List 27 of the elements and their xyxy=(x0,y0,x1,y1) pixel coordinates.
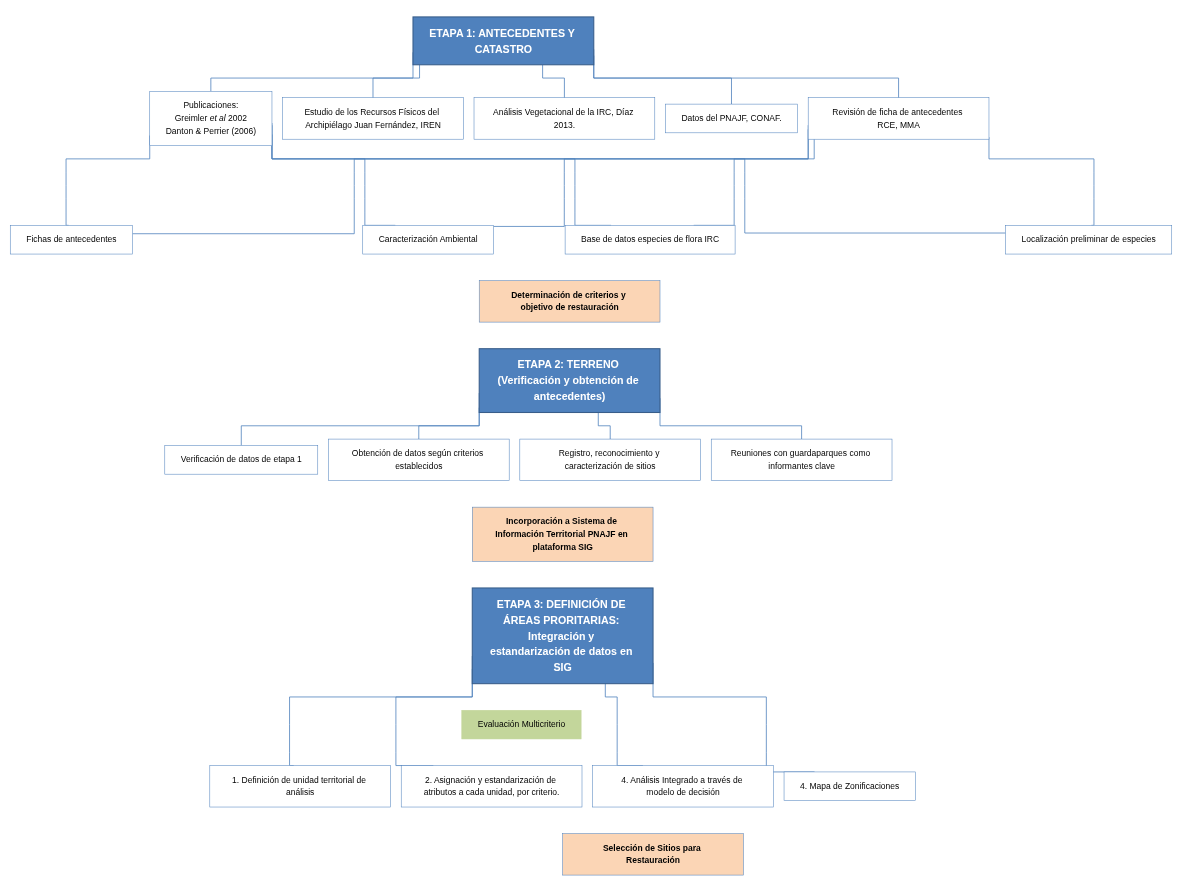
node-box: Obtención de datos según criterios establecidos xyxy=(328,438,510,481)
node-box: Reuniones con guardaparques como informantes clave xyxy=(710,438,893,481)
node-box: Verificación de datos de etapa 1 xyxy=(164,445,319,475)
node-box: Registro, reconocimiento y caracterización de sitios xyxy=(519,438,701,481)
node-box: 1. Definición de unidad territorial de análisis xyxy=(209,765,391,808)
node-box: 2. Asignación y estandarización de atributos a cada unidad, por criterio. xyxy=(400,765,583,808)
node-box: Datos del PNAJF, CONAF. xyxy=(665,103,798,134)
node-box: Fichas de antecedentes xyxy=(10,225,133,255)
connector xyxy=(597,412,611,440)
connector xyxy=(372,64,420,99)
node-box: Evaluación Multicriterio xyxy=(461,710,582,740)
node-box: Caracterización Ambiental xyxy=(362,225,494,255)
node-box: Estudio de los Recursos Físicos del Archipiélago Juan Fernández, IREN xyxy=(282,97,464,140)
node-box: Base de datos especies de flora IRC xyxy=(564,225,736,255)
node-box: ETAPA 3: DEFINICIÓN DE ÁREAS PRORITARIAS: Integración y estandarización de datos en SIG xyxy=(471,587,654,685)
node-box: ETAPA 1: ANTECEDENTES Y CATASTRO xyxy=(412,16,595,66)
node-box: 4. Mapa de Zonificaciones xyxy=(783,771,916,801)
node-box: Publicaciones: Greimler et al 2002 Danton & Perrier (2006) xyxy=(149,91,273,146)
node-box: ETAPA 2: TERRENO (Verificación y obtención de antecedentes) xyxy=(478,348,661,414)
node-box: Análisis Vegetacional de la IRC, Díaz 2013. xyxy=(473,97,656,140)
node-box: Incorporación a Sistema de Información Territorial PNAJF en plataforma SIG xyxy=(472,506,654,562)
node-box: Revisión de ficha de antecedentes RCE, MMA xyxy=(807,97,990,140)
connector xyxy=(542,64,565,99)
node-box: Localización preliminar de especies xyxy=(1005,225,1172,255)
node-box: Selección de Sitios para Restauración xyxy=(562,833,744,876)
node-box: Determinación de criterios y objetivo de restauración xyxy=(478,280,661,323)
node-box: 4. Análisis Integrado a través de modelo de decisión xyxy=(592,765,774,808)
